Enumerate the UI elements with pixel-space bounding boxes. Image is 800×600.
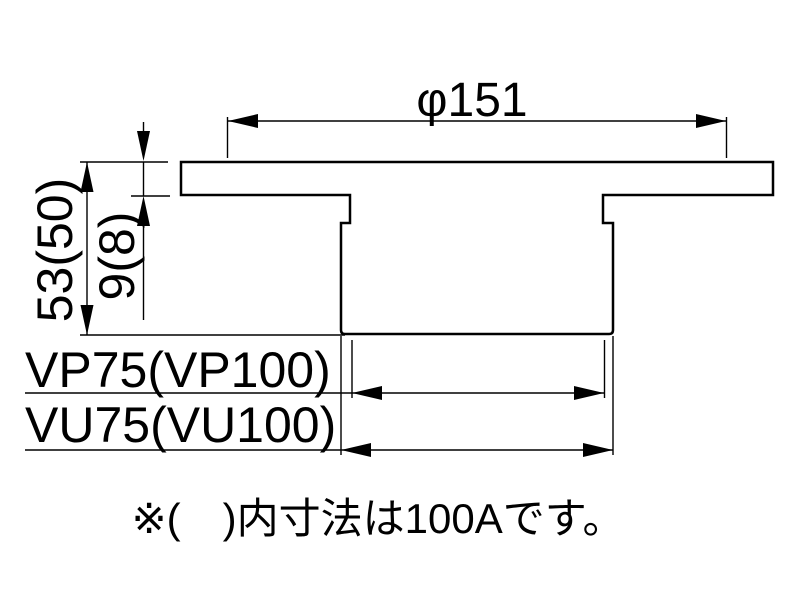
part-outline (179, 160, 775, 336)
dimension-row-vp: VP75(VP100) (25, 340, 606, 400)
arrowhead-down-icon (80, 305, 94, 335)
arrowhead-left-icon (352, 386, 382, 400)
arrowhead-right-icon (583, 443, 613, 457)
arrowhead-right-icon (696, 114, 726, 128)
dimension-row-vu: VU75(VU100) (25, 336, 614, 457)
arrowhead-right-icon (574, 386, 604, 400)
vu-row-label: VU75(VU100) (25, 397, 336, 453)
flange-thickness-label: 9(8) (89, 212, 145, 301)
arrowhead-left-icon (228, 114, 258, 128)
dimension-flange-diameter: φ151 (226, 74, 728, 158)
dimension-overall-height: 53(50) (27, 161, 345, 336)
parenthesis-note: ※( )内寸法は100Aです。 (131, 495, 624, 542)
arrowhead-down-icon (137, 131, 150, 161)
arrowhead-up-icon (80, 162, 94, 192)
vp-row-label: VP75(VP100) (25, 342, 331, 398)
arrowhead-left-icon (341, 443, 371, 457)
overall-height-label: 53(50) (27, 178, 83, 323)
dimension-flange-thickness: 9(8) (89, 122, 170, 320)
arrowhead-up-icon (137, 196, 150, 226)
flange-diameter-label: φ151 (416, 74, 527, 127)
